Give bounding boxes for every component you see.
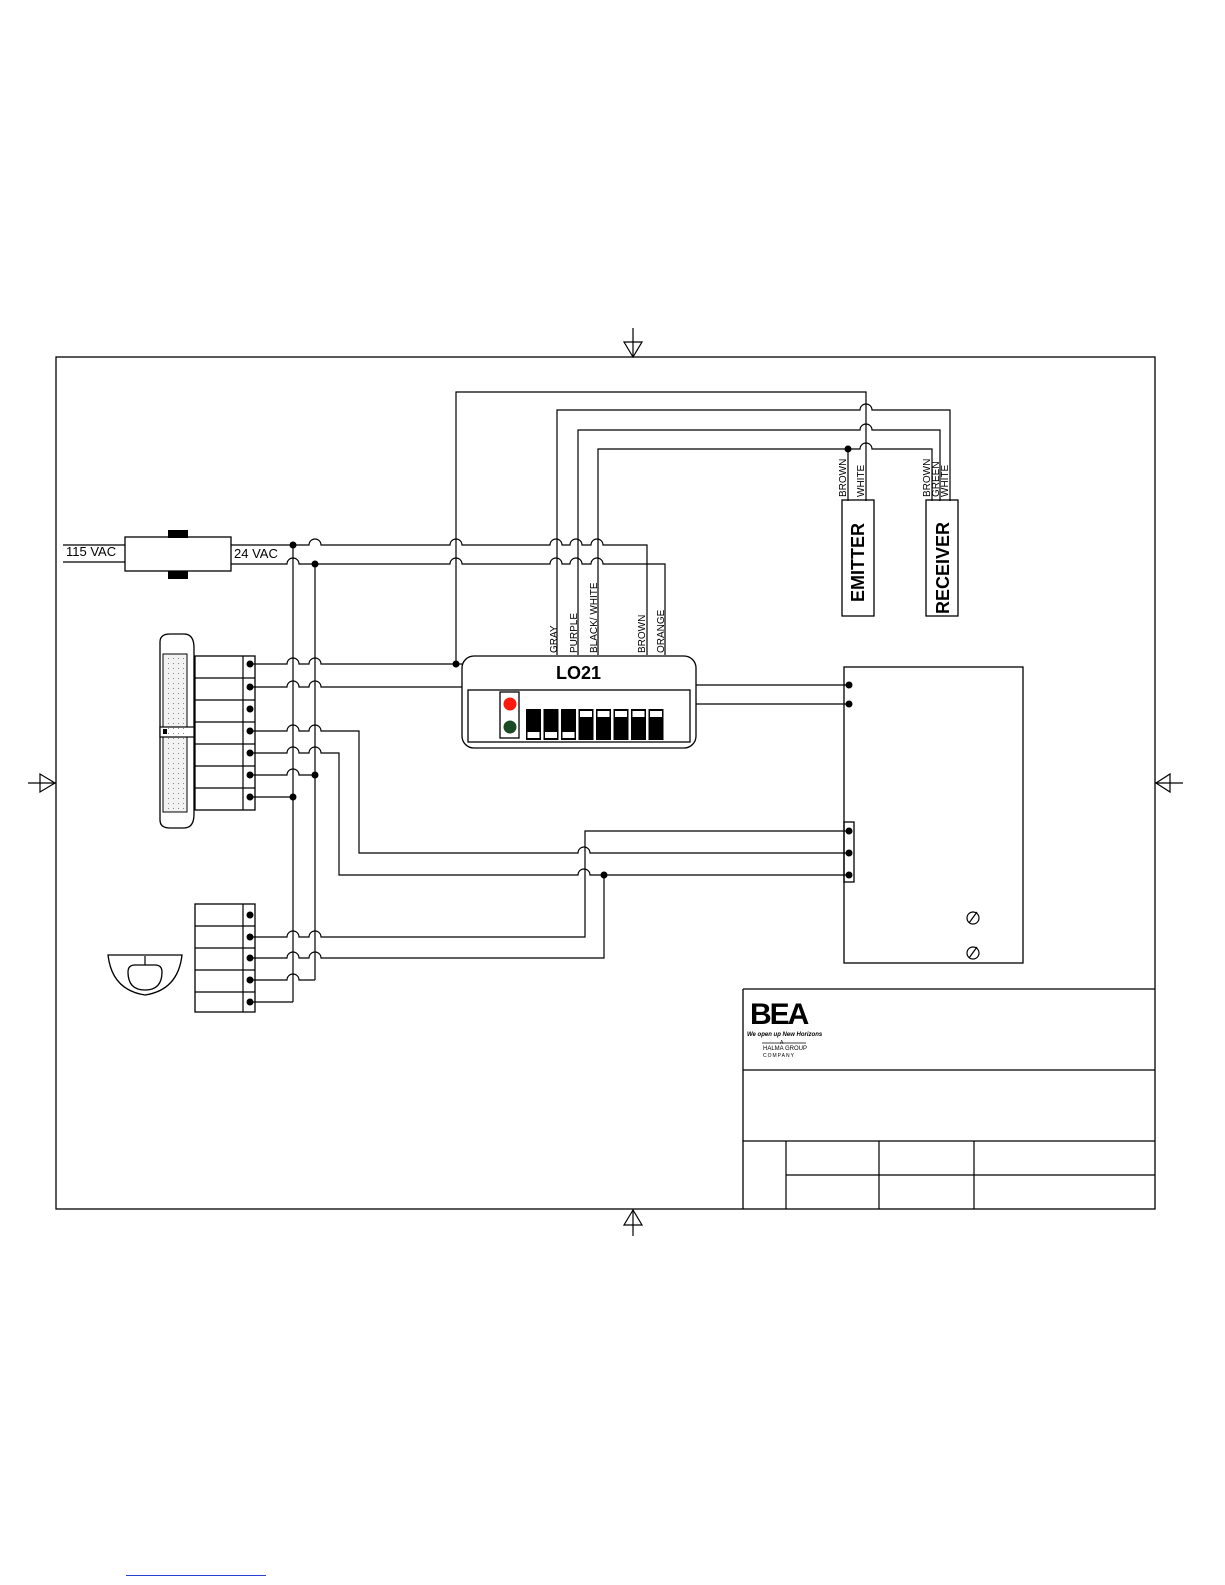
red-led	[504, 698, 517, 711]
footer-link-underline[interactable]	[126, 1575, 266, 1576]
cable-2	[557, 404, 950, 655]
dip-switch-2	[544, 709, 559, 740]
cable-4	[598, 443, 932, 655]
green-led	[504, 721, 517, 734]
emitter-wire-brown: BROWN	[838, 459, 849, 497]
wire-label-gray: GRAY	[549, 625, 560, 653]
wire-label-orange: ORANGE	[656, 609, 667, 653]
emitter-wire-white: WHITE	[856, 464, 867, 497]
transformer: 115 VAC 24 VAC	[63, 530, 278, 579]
wire-label-brown: BROWN	[637, 615, 648, 653]
transformer-input-label: 115 VAC	[66, 544, 116, 559]
door-controller	[844, 667, 1023, 963]
wire-label-purple: PURPLE	[569, 613, 580, 653]
dip-switch-8	[649, 709, 664, 740]
logo-group-line2: HALMA GROUP	[763, 1046, 807, 1052]
lo21-module: LO21	[462, 656, 696, 748]
presence-sensor	[160, 634, 255, 828]
receiver: RECEIVER BROWN GREEN WHITE	[922, 459, 958, 616]
center-mark-right	[1155, 774, 1183, 792]
dip-switch-bank	[526, 709, 664, 740]
dip-switch-7	[631, 709, 646, 740]
dip-switch-6	[614, 709, 629, 740]
emitter: EMITTER BROWN WHITE	[838, 459, 874, 616]
bea-logo: BEA We open up New Horizons A HALMA GROU…	[747, 998, 823, 1059]
motion-sensor	[108, 904, 255, 1012]
transformer-output-label: 24 VAC	[234, 546, 278, 561]
drawing-frame	[56, 357, 1155, 1209]
receiver-label: RECEIVER	[933, 522, 953, 614]
logo-group-line3: COMPANY	[763, 1053, 795, 1059]
emitter-label: EMITTER	[848, 523, 868, 602]
dip-switch-1	[526, 709, 541, 740]
wire-label-black-white: BLACK/ WHITE	[589, 582, 600, 653]
center-mark-left	[28, 774, 56, 792]
adjust-screw-2	[967, 947, 979, 959]
lo21-label: LO21	[556, 663, 601, 683]
center-mark-top	[624, 328, 642, 357]
cable-3	[578, 424, 940, 655]
dip-switch-3	[561, 709, 576, 740]
logo-tagline: We open up New Horizons	[747, 1032, 823, 1038]
receiver-wire-white: WHITE	[940, 464, 951, 497]
center-mark-bottom	[624, 1209, 642, 1236]
adjust-screw-1	[967, 912, 979, 924]
logo-brand: BEA	[750, 998, 809, 1031]
dip-switch-4	[579, 709, 594, 740]
dip-switch-5	[596, 709, 611, 740]
